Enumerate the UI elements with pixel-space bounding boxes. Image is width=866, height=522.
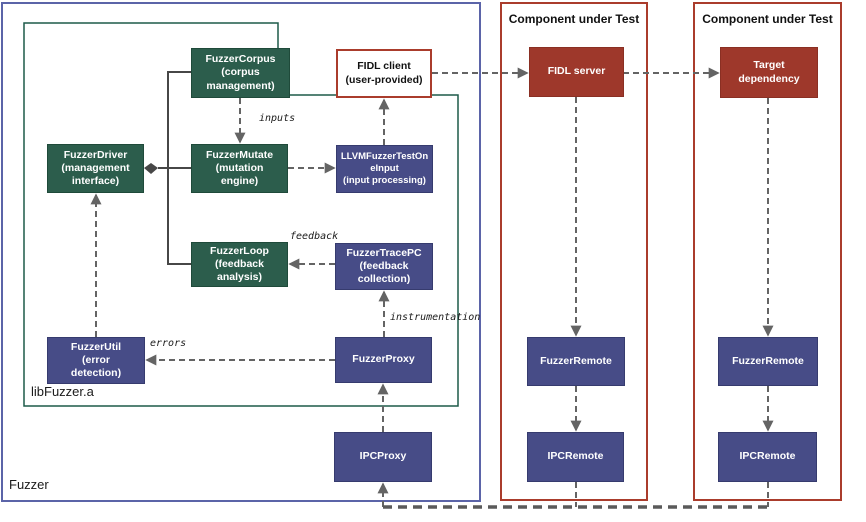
edge-label-instrumentation: instrumentation [390, 312, 481, 323]
component-under-test-2-title: Component under Test [702, 12, 833, 26]
node-ipc-proxy: IPCProxy [334, 432, 432, 482]
node-target-dependency: Target dependency [720, 47, 818, 98]
node-fidl-client: FIDL client (user-provided) [336, 49, 432, 98]
edge-label-errors: errors [150, 338, 187, 349]
fuzzer-container-frame [1, 2, 481, 502]
libfuzzer-label: libFuzzer.a [31, 384, 94, 399]
node-fuzzer-remote-2: FuzzerRemote [718, 337, 818, 386]
node-fuzzer-remote-1: FuzzerRemote [527, 337, 625, 386]
node-fuzzer-mutate: FuzzerMutate (mutation engine) [191, 144, 288, 193]
node-llvm-fuzzer-test-one-input: LLVMFuzzerTestOn eInput (input processin… [336, 145, 433, 193]
component-under-test-1-title: Component under Test [508, 12, 640, 26]
node-fuzzer-loop: FuzzerLoop (feedback analysis) [191, 242, 288, 287]
node-fuzzer-util: FuzzerUtil (error detection) [47, 337, 145, 384]
node-fidl-server: FIDL server [529, 47, 624, 97]
node-fuzzer-corpus: FuzzerCorpus (corpus management) [191, 48, 290, 98]
node-fuzzer-proxy: FuzzerProxy [335, 337, 432, 383]
node-ipc-remote-1: IPCRemote [527, 432, 624, 482]
fuzzer-label: Fuzzer [9, 477, 49, 492]
edge-label-inputs: inputs [259, 113, 296, 124]
edge-label-feedback: feedback [290, 231, 339, 242]
node-ipc-remote-2: IPCRemote [718, 432, 817, 482]
node-fuzzer-driver: FuzzerDriver (management interface) [47, 144, 144, 193]
node-fuzzer-trace-pc: FuzzerTracePC (feedback collection) [335, 243, 433, 290]
component-under-test-1-frame: Component under Test [500, 2, 648, 501]
